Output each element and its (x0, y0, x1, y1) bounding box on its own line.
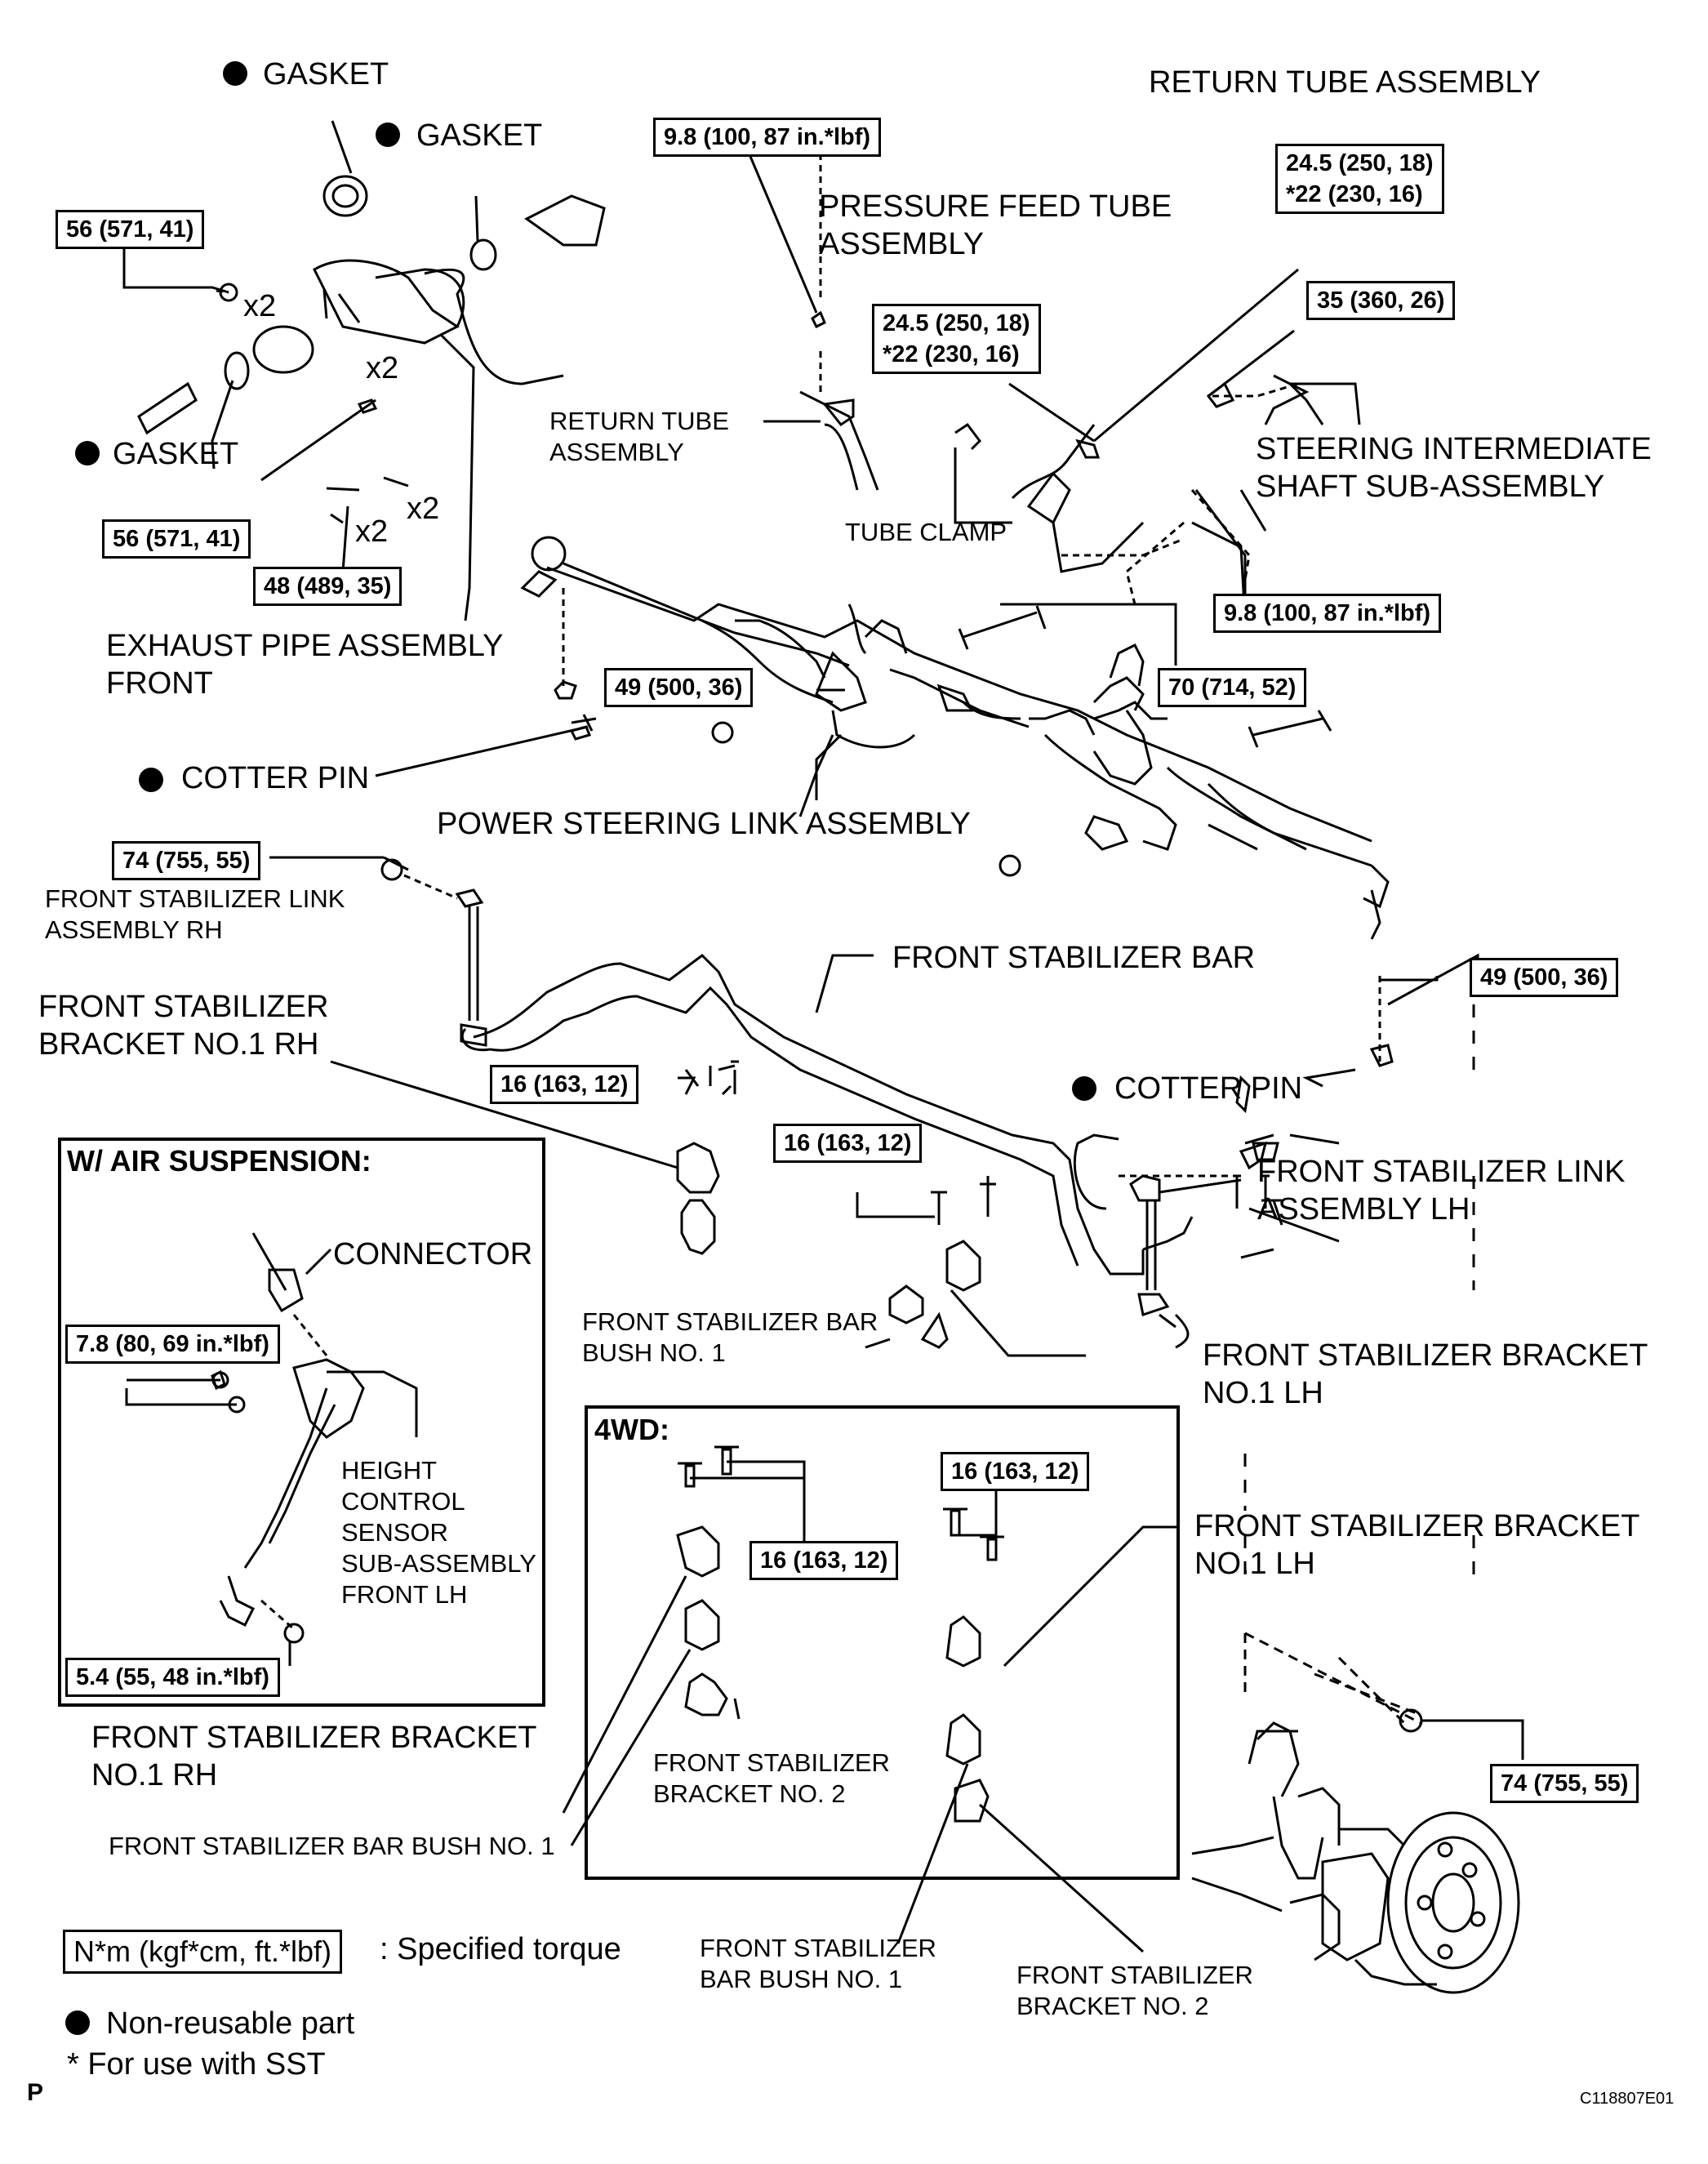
label-front-stabilizer-bracket-no2: FRONT STABILIZER BRACKET NO. 2 (653, 1748, 890, 1808)
label-front-stabilizer-link-lh: FRONT STABILIZER LINK ASSEMBLY LH (1257, 1155, 1626, 1227)
torque-spec: 9.8 (100, 87 in.*lbf) (1213, 594, 1442, 633)
label-front-stabilizer-bracket-lh: FRONT STABILIZER BRACKET NO.1 LH (1194, 1509, 1640, 1581)
label-front-stabilizer-bracket-rh: FRONT STABILIZER BRACKET NO.1 RH (91, 1721, 537, 1792)
torque-spec: 7.8 (80, 69 in.*lbf) (65, 1325, 280, 1364)
non-reusable-marker (223, 61, 247, 86)
label-front-stabilizer-bracket-rh: FRONT STABILIZER BRACKET NO.1 RH (38, 990, 329, 1062)
torque-spec: 56 (571, 41) (102, 519, 251, 559)
label-pressure-feed-tube: PRESSURE FEED TUBE ASSEMBLY (819, 189, 1172, 261)
label-height-control-sensor: HEIGHT CONTROL SENSOR SUB-ASSEMBLY FRONT… (341, 1456, 536, 1609)
torque-spec: 49 (500, 36) (604, 668, 754, 707)
torque-spec: 24.5 (250, 18) *22 (230, 16) (872, 304, 1041, 374)
quantity-marker: x2 (407, 492, 440, 526)
knuckle-hub-shape (1191, 1721, 1520, 1994)
exhaust-pipe-shape (137, 175, 606, 524)
torque-spec: 5.4 (55, 48 in.*lbf) (65, 1658, 280, 1697)
label-front-stabilizer-bar-bush: FRONT STABILIZER BAR BUSH NO. 1 (109, 1832, 555, 1860)
torque-legend-box: N*m (kgf*cm, ft.*lbf) (63, 1930, 343, 1974)
label-front-stabilizer-bar-bush: FRONT STABILIZER BAR BUSH NO. 1 (582, 1307, 878, 1367)
torque-spec: 16 (163, 12) (490, 1065, 639, 1104)
label-front-stabilizer-bar: FRONT STABILIZER BAR (892, 941, 1256, 975)
non-reusable-legend-text: Non-reusable part (106, 2006, 355, 2041)
label-gasket: GASKET (113, 437, 239, 471)
sst-legend-text: * For use with SST (67, 2047, 326, 2082)
label-return-tube-assembly: RETURN TUBE ASSEMBLY (549, 407, 729, 466)
torque-spec: 16 (163, 12) (941, 1452, 1090, 1491)
label-return-tube-assembly: RETURN TUBE ASSEMBLY (1149, 65, 1541, 100)
four-wd-title: 4WD: (594, 1413, 669, 1446)
non-reusable-marker (376, 122, 400, 147)
label-connector: CONNECTOR (333, 1237, 533, 1271)
torque-legend-text: : Specified torque (380, 1932, 621, 1966)
air-suspension-title: W/ AIR SUSPENSION: (67, 1144, 371, 1178)
label-front-stabilizer-bar-bush: FRONT STABILIZER BAR BUSH NO. 1 (700, 1934, 936, 1993)
torque-spec: 9.8 (100, 87 in.*lbf) (653, 118, 882, 157)
label-gasket: GASKET (416, 118, 543, 153)
torque-spec: 35 (360, 26) (1306, 281, 1456, 320)
four-wd-frame (585, 1405, 1180, 1880)
torque-spec: 16 (163, 12) (773, 1124, 923, 1163)
label-front-stabilizer-bracket-lh: FRONT STABILIZER BRACKET NO.1 LH (1203, 1338, 1648, 1410)
torque-spec: 48 (489, 35) (253, 567, 403, 606)
figure-code: C118807E01 (1580, 2090, 1675, 2108)
torque-spec: 70 (714, 52) (1158, 668, 1307, 707)
torque-spec: 49 (500, 36) (1470, 958, 1619, 997)
quantity-marker: x2 (243, 289, 277, 323)
label-power-steering-link: POWER STEERING LINK ASSEMBLY (437, 807, 971, 841)
non-reusable-marker (1072, 1076, 1096, 1101)
label-tube-clamp: TUBE CLAMP (845, 518, 1007, 546)
non-reusable-marker (139, 768, 163, 792)
label-exhaust-pipe: EXHAUST PIPE ASSEMBLY FRONT (106, 629, 504, 701)
torque-spec: 16 (163, 12) (749, 1541, 899, 1580)
power-steering-rack (520, 536, 1390, 940)
page-letter: P (27, 2079, 44, 2106)
label-cotter-pin: COTTER PIN (181, 761, 370, 795)
non-reusable-marker (65, 2010, 90, 2035)
label-front-stabilizer-bracket-no2: FRONT STABILIZER BRACKET NO. 2 (1016, 1961, 1253, 2020)
air-suspension-frame (58, 1138, 545, 1707)
label-cotter-pin: COTTER PIN (1114, 1071, 1303, 1106)
label-gasket: GASKET (263, 57, 389, 91)
quantity-marker: x2 (366, 351, 399, 385)
torque-spec: 74 (755, 55) (1490, 1764, 1639, 1803)
quantity-marker: x2 (355, 514, 389, 549)
label-steering-intermediate-shaft: STEERING INTERMEDIATE SHAFT SUB-ASSEMBLY (1256, 432, 1652, 504)
torque-spec: 56 (571, 41) (56, 210, 205, 249)
non-reusable-marker (75, 441, 100, 465)
torque-spec: 24.5 (250, 18) *22 (230, 16) (1275, 144, 1444, 214)
torque-spec: 74 (755, 55) (112, 841, 261, 880)
label-front-stabilizer-link-rh: FRONT STABILIZER LINK ASSEMBLY RH (45, 884, 345, 944)
